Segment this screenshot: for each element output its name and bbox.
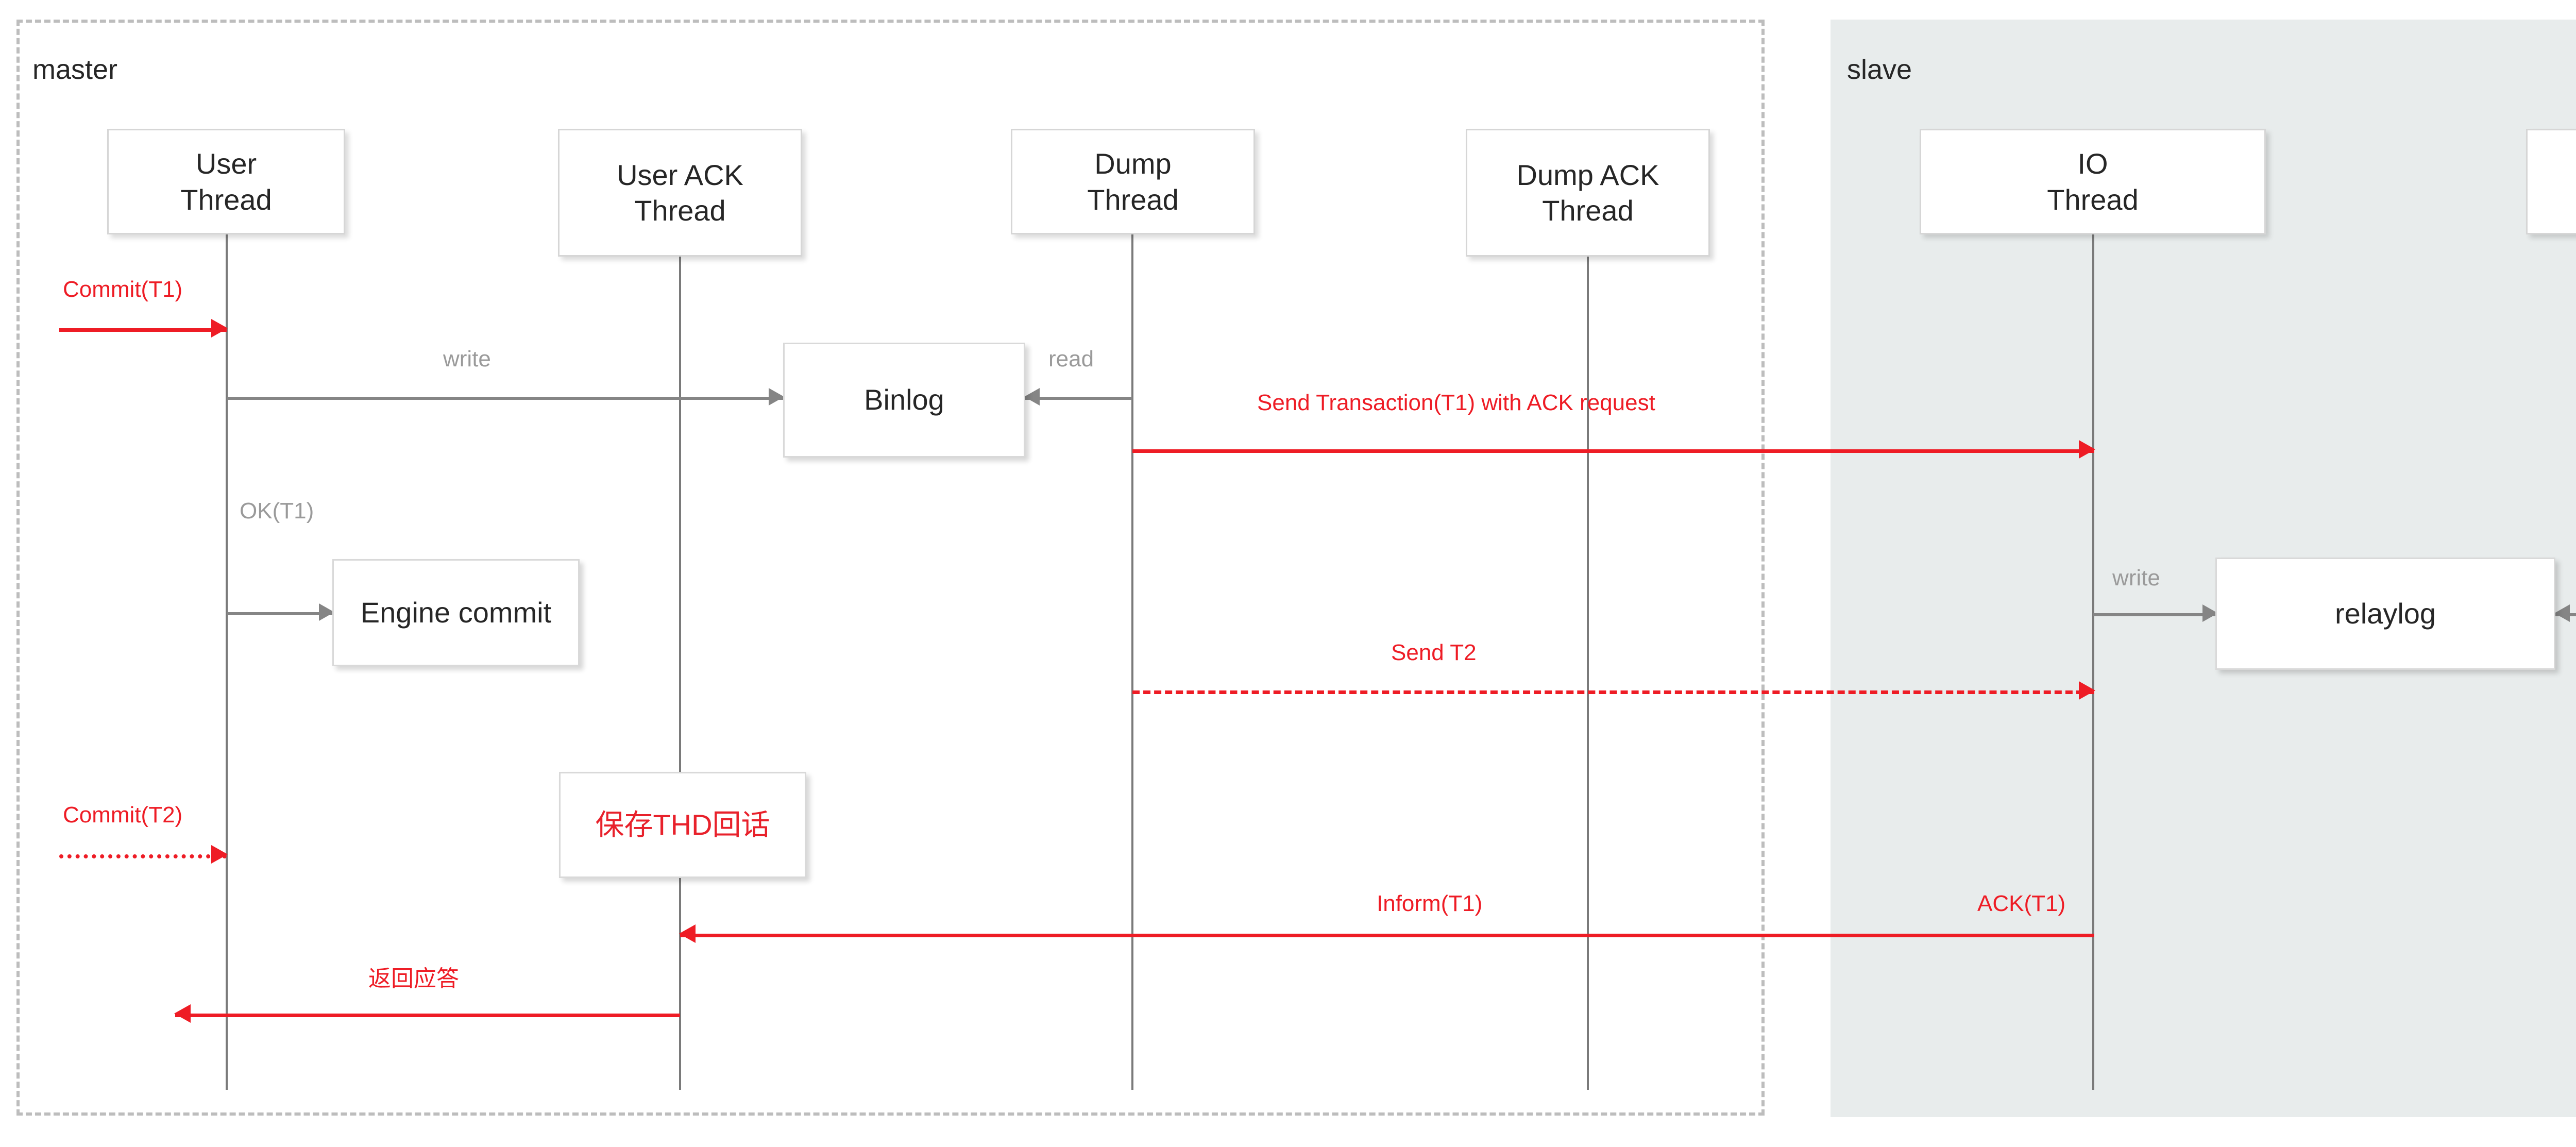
arrowhead-right-icon <box>319 603 334 621</box>
message-label-commit-t1: Commit(T1) <box>63 277 183 302</box>
arrowhead-left-icon <box>2554 604 2570 622</box>
object-box-binlog[interactable]: Binlog <box>783 343 1025 458</box>
message-label-commit-t2: Commit(T2) <box>63 802 183 828</box>
object-box-engine-commit-line1: Engine <box>360 596 451 629</box>
lifeline-head-sql-thread[interactable]: SQL Thread <box>2526 129 2576 234</box>
lifeline-head-dump-ack-thread-line2: Thread <box>1542 194 1634 227</box>
partition-slave-label: slave <box>1847 54 1912 85</box>
lifeline-io-thread <box>2092 234 2094 1090</box>
lifeline-head-user-ack-thread-line1: User ACK <box>617 158 743 191</box>
arrowhead-right-icon <box>2079 440 2095 459</box>
lifeline-head-dump-ack-thread[interactable]: Dump ACK Thread <box>1466 129 1710 257</box>
object-box-save-thd[interactable]: 保存THD回话 <box>559 772 806 878</box>
lifeline-head-user-thread-line2: Thread <box>180 183 272 216</box>
lifeline-head-dump-thread[interactable]: Dump Thread <box>1011 129 1255 234</box>
object-box-engine-commit-line2: commit <box>458 596 552 629</box>
arrowhead-right-icon <box>2079 681 2095 700</box>
message-label-write-relaylog: write <box>2112 565 2160 591</box>
lifeline-head-user-ack-thread[interactable]: User ACK Thread <box>558 129 802 257</box>
message-label-ack-t1: ACK(T1) <box>1977 891 2066 916</box>
arrowhead-right-icon <box>769 388 784 406</box>
arrowhead-right-icon <box>211 845 228 864</box>
lifeline-dump-thread <box>1131 234 1133 1090</box>
object-box-relaylog-label: relaylog <box>2334 597 2436 630</box>
arrowhead-left-icon <box>174 1004 191 1023</box>
lifeline-head-user-thread[interactable]: User Thread <box>107 129 345 234</box>
message-label-inform-t1: Inform(T1) <box>1377 891 1483 916</box>
message-label-ok-t1: OK(T1) <box>240 498 314 524</box>
lifeline-head-dump-thread-line2: Thread <box>1087 183 1179 216</box>
partition-master-label: master <box>32 54 118 85</box>
arrowhead-right-icon <box>211 319 228 338</box>
object-box-save-thd-label: 保存THD回话 <box>595 808 770 841</box>
message-label-write-binlog: write <box>443 346 491 372</box>
lifeline-head-dump-thread-line1: Dump <box>1094 147 1172 180</box>
lifeline-head-dump-ack-thread-line1: Dump ACK <box>1516 158 1659 191</box>
lifeline-user-thread <box>226 234 228 1090</box>
object-box-relaylog[interactable]: relaylog <box>2215 558 2555 670</box>
lifeline-head-user-thread-line1: User <box>195 147 257 180</box>
lifeline-head-user-ack-thread-line2: Thread <box>634 194 726 227</box>
arrowhead-left-icon <box>679 924 696 943</box>
lifeline-dump-ack-thread <box>1587 256 1589 1090</box>
message-label-read-binlog: read <box>1048 346 1094 372</box>
message-label-send-transaction-t1: Send Transaction(T1) with ACK request <box>1257 390 1655 415</box>
arrowhead-left-icon <box>1024 388 1040 406</box>
partition-master <box>16 20 1765 1116</box>
lifeline-head-io-thread[interactable]: IO Thread <box>1920 129 2266 234</box>
object-box-engine-commit[interactable]: Engine commit <box>332 559 580 666</box>
object-box-binlog-label: Binlog <box>864 383 944 416</box>
lifeline-head-io-thread-line2: Thread <box>2047 183 2139 216</box>
lifeline-head-io-thread-line1: IO <box>2077 147 2108 180</box>
lifeline-user-ack-thread <box>679 256 681 1090</box>
message-label-return-response: 返回应答 <box>368 966 459 991</box>
message-label-send-t2: Send T2 <box>1391 640 1477 665</box>
